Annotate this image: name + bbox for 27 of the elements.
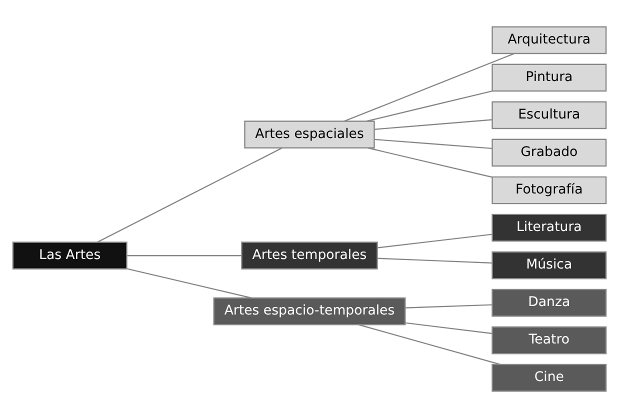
node-box: Artes temporales bbox=[241, 242, 378, 270]
connector bbox=[377, 234, 492, 248]
node-box: Literatura bbox=[492, 214, 607, 242]
connector bbox=[127, 255, 242, 256]
node-box: Las Artes bbox=[12, 242, 128, 270]
connector bbox=[344, 53, 514, 122]
node-box: Grabado bbox=[492, 138, 607, 167]
connector bbox=[367, 147, 492, 178]
connector bbox=[405, 304, 492, 308]
node-box: Música bbox=[492, 251, 607, 280]
connector bbox=[377, 258, 492, 264]
connector bbox=[127, 268, 252, 298]
connector bbox=[358, 324, 501, 366]
connector bbox=[97, 148, 282, 243]
node-box: Artes espaciales bbox=[244, 120, 375, 148]
connector bbox=[405, 322, 492, 334]
node-box: Artes espacio-temporales bbox=[213, 297, 406, 326]
node-box: Danza bbox=[492, 288, 607, 317]
node-box: Pintura bbox=[492, 64, 607, 92]
node-box: Escultura bbox=[492, 101, 607, 130]
connector bbox=[374, 119, 492, 130]
node-box: Cine bbox=[492, 364, 607, 392]
connector bbox=[374, 138, 492, 150]
connector bbox=[366, 90, 492, 122]
node-box: Teatro bbox=[492, 326, 607, 354]
node-box: Fotografía bbox=[492, 176, 607, 204]
node-box: Arquitectura bbox=[492, 26, 607, 54]
